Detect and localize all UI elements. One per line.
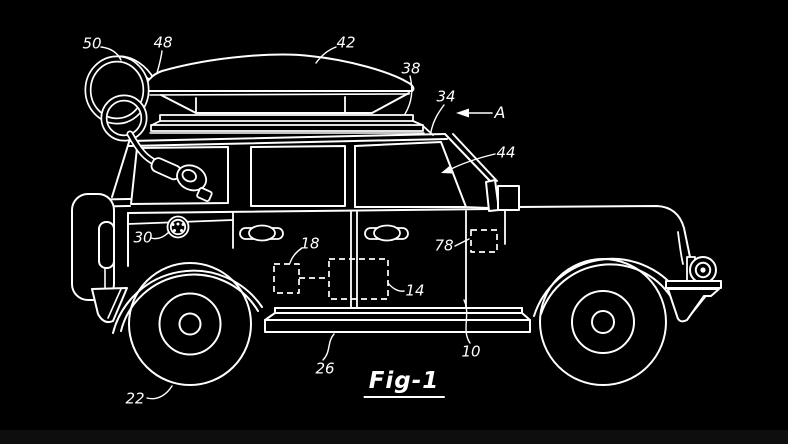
ref-label-18: 18 [300,234,320,253]
taillight [98,221,115,269]
front-valance [667,288,720,323]
ref-label-50: 50 [82,34,102,53]
front-bumper [665,280,722,289]
side-windows [130,141,467,208]
ref-label-44: 44 [496,143,516,162]
charge-port [166,215,190,239]
ref-label-48: 48 [153,33,173,52]
side-mirror [485,179,520,212]
ref-label-38: 38 [401,59,421,78]
headlight [689,256,717,284]
front-wheel [539,258,667,386]
hidden-components [273,229,498,300]
roof-rack [149,114,434,136]
charging-connector [150,157,213,202]
component-box-18 [273,263,300,294]
ref-label-22: 22 [125,389,145,408]
section-view-label-a: A [494,103,506,122]
leader-lines [100,46,496,400]
rear-wheel [128,262,252,386]
wheel-arches [112,257,679,334]
ref-label-10: 10 [461,342,481,361]
door-handles [239,224,409,242]
bottom-strip [0,430,788,444]
ref-label-34: 34 [436,87,456,106]
section-arrow [441,108,493,174]
ref-label-26: 26 [315,359,335,378]
ref-label-42: 42 [336,33,356,52]
arrow-left-icon [456,108,469,118]
front-end [665,256,722,323]
arrow-windshield-icon [441,165,453,174]
ref-label-78: 78 [434,236,454,255]
ref-label-30: 30 [133,228,153,247]
roof-cargo-box [144,53,415,114]
rocker-panel [264,307,531,333]
ref-label-14: 14 [405,281,425,300]
rear-mud-flap [91,287,128,324]
rear-spare-tire [71,193,128,324]
component-box-78 [470,229,498,253]
vehicle-body [111,133,693,309]
figure-caption: Fig-1 [363,368,445,398]
component-box-14 [328,258,389,300]
cargo-box-base [160,92,410,114]
